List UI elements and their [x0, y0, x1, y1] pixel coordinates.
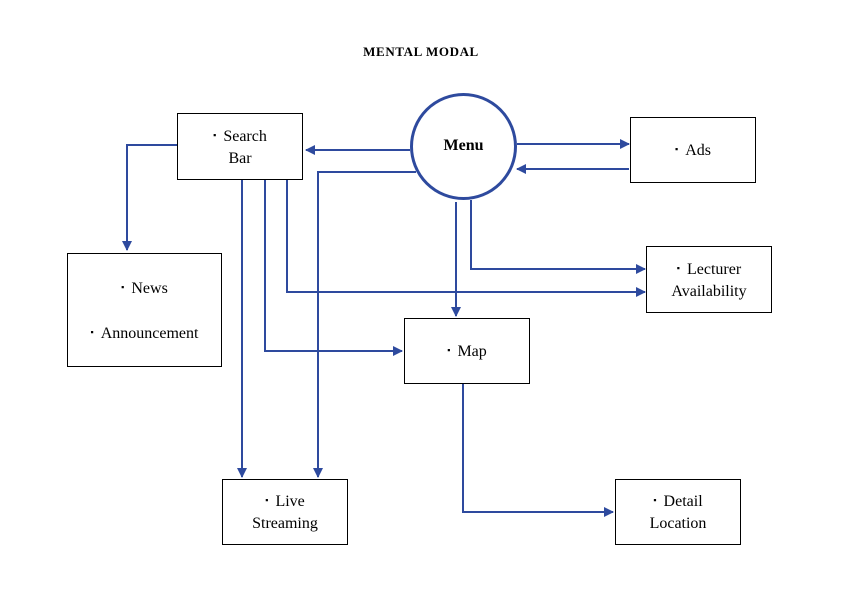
- arrow-map-to-detail-location: [462, 383, 614, 517]
- arrow-search-bar-to-map: [264, 180, 403, 356]
- map-node: ▪Map: [404, 318, 530, 384]
- live-line-2: Streaming: [252, 515, 318, 532]
- detail-line-2: Location: [649, 515, 707, 532]
- bullet-icon: ▪: [213, 129, 217, 140]
- search-bar-line-1: ▪Search: [213, 127, 267, 145]
- detail-line-1: ▪Detail: [653, 493, 703, 510]
- map-line-1: ▪Map: [447, 343, 487, 360]
- lecturer-line-1: ▪Lecturer: [676, 260, 742, 278]
- lecturer-line-2: Availability: [671, 282, 747, 300]
- diagram-title: MENTAL MODAL: [363, 44, 479, 59]
- announcement-line: ▪Announcement: [90, 324, 199, 342]
- arrow-search-bar-to-news: [122, 144, 177, 251]
- news-announcement-node: ▪News ▪Announcement: [67, 253, 222, 367]
- bullet-icon: ▪: [90, 326, 94, 337]
- ads-line-1: ▪Ads: [675, 142, 711, 159]
- menu-label: Menu: [443, 136, 484, 154]
- live-streaming-node: ▪Live Streaming: [222, 479, 348, 545]
- bullet-icon: ▪: [653, 495, 657, 505]
- bullet-icon: ▪: [675, 144, 679, 154]
- search-bar-line-2: Bar: [228, 149, 252, 167]
- bullet-icon: ▪: [676, 262, 680, 273]
- bullet-icon: ▪: [447, 345, 451, 355]
- arrow-menu-to-lecturer-availability: [470, 200, 646, 274]
- arrow-search-bar-to-lecturer-availability: [286, 180, 646, 297]
- menu-node: Menu: [410, 93, 517, 200]
- news-line: ▪News: [121, 279, 168, 297]
- search-bar-node: ▪Search Bar: [177, 113, 303, 180]
- live-line-1: ▪Live: [265, 493, 305, 510]
- detail-location-node: ▪Detail Location: [615, 479, 741, 545]
- arrow-menu-to-live-streaming: [313, 171, 416, 478]
- bullet-icon: ▪: [121, 281, 125, 292]
- lecturer-availability-node: ▪Lecturer Availability: [646, 246, 772, 313]
- ads-node: ▪Ads: [630, 117, 756, 183]
- bullet-icon: ▪: [265, 495, 269, 505]
